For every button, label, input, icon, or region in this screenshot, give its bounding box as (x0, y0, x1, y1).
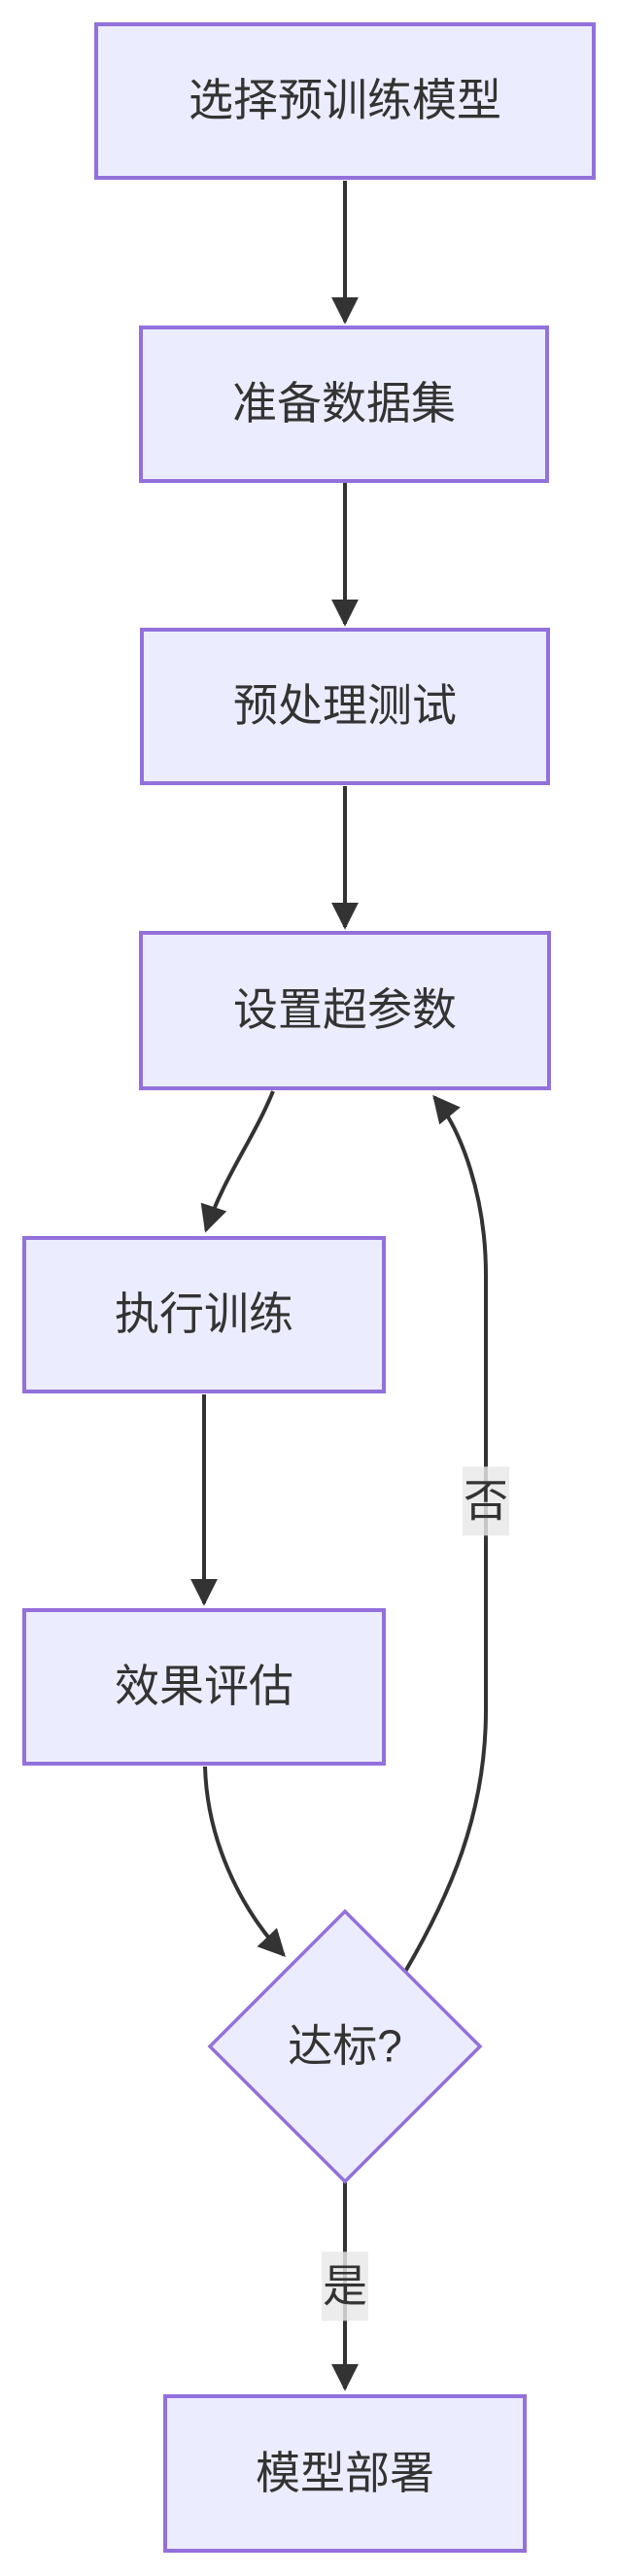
node-prepare-dataset: 准备数据集 (139, 326, 549, 483)
node-run-training: 执行训练 (22, 1236, 386, 1393)
node-select-pretrained-model: 选择预训练模型 (94, 22, 596, 180)
node-decision-label: 达标? (288, 2020, 402, 2072)
edge-decision-no-loop (403, 1094, 488, 1974)
node-deploy-model: 模型部署 (163, 2394, 527, 2553)
node-set-hyperparameters: 设置超参数 (139, 931, 551, 1090)
node-evaluate-results: 效果评估 (22, 1608, 386, 1766)
edge-label-no: 否 (463, 1466, 509, 1536)
edge-label-yes: 是 (322, 2251, 368, 2321)
node-decision-shape (207, 1908, 483, 2184)
edge-evaluate-to-decision (203, 1766, 286, 1958)
edge-hyperparams-to-train (200, 1090, 275, 1233)
node-preprocess-test: 预处理测试 (140, 628, 550, 785)
